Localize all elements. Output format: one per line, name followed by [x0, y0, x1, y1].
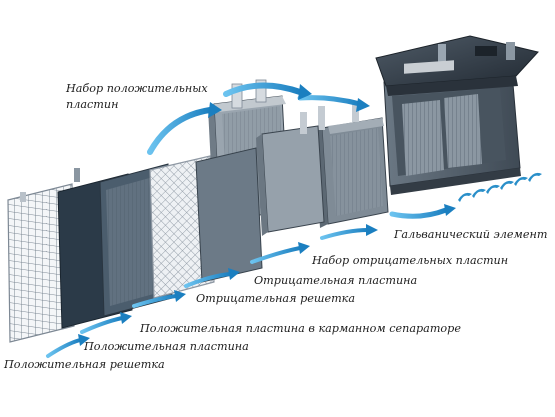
- arrow-heads-icon: [78, 84, 456, 346]
- terminal-left-icon: [438, 44, 446, 66]
- positive-grid: [7, 183, 75, 343]
- label-positive-plate: Положительная пластина: [83, 340, 249, 353]
- flow-arrows: [46, 82, 449, 358]
- plate-pack-intermediate: [256, 112, 325, 236]
- negative-plate-set: [314, 102, 389, 228]
- battery-arrows-icon: [458, 172, 542, 202]
- label-positive-grid: Положительная решетка: [3, 358, 165, 371]
- label-positive-plate-set-line2: пластин: [66, 98, 118, 111]
- negative-plate: [195, 147, 263, 283]
- label-negative-plate: Отрицательная пластина: [254, 274, 417, 287]
- battery-case: [375, 35, 542, 202]
- label-negative-plate-set: Набор отрицательных пластин: [311, 254, 508, 267]
- label-galvanic-element: Гальванический элемент: [393, 228, 547, 241]
- label-negative-grid: Отрицательная решетка: [196, 292, 355, 305]
- label-positive-plate-in-separator: Положительная пластина в карманном сепар…: [139, 322, 461, 335]
- label-positive-plate-set-line1: Набор положительных: [65, 82, 208, 95]
- terminal-right-icon: [506, 42, 515, 60]
